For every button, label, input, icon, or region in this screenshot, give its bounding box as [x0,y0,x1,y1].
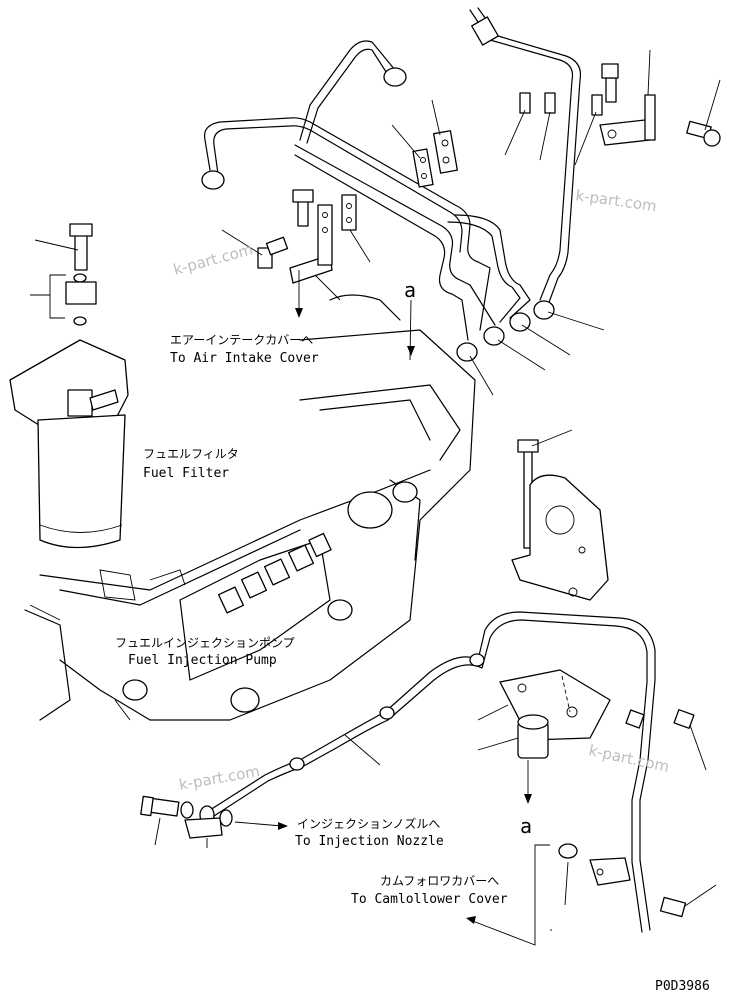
fuel-filter-label-jp: フュエルフィルタ [143,447,239,461]
air-intake-label-jp: エアーインテークカバーへ [170,333,313,347]
injection-pump-label-jp: フュエルインジェクションポンプ [115,636,295,650]
camfollower-label-jp: カムフォロワカバーへ [380,874,499,888]
air-intake-label-en: To Air Intake Cover [170,351,319,366]
reference-a-bottom: a [520,814,532,838]
pipe-bracket-right [599,63,721,147]
injection-nozzle-label-jp: インジェクションノズルへ [297,816,440,831]
watermark-2: k-part.com [171,240,255,279]
drawing-code: P0D3986 [655,979,710,994]
watermark-1: k-part.com [574,186,657,215]
fuel-filter [9,223,129,549]
injection-pump-label-en: Fuel Injection Pump [128,653,277,668]
injection-pipes [203,7,582,341]
direction-arrows [234,270,532,924]
pipe-fittings [201,16,555,362]
injection-nozzle-label-en: To Injection Nozzle [295,834,444,849]
watermark-4: k-part.com [178,762,262,794]
leader-lines [29,49,721,946]
watermark-3: k-part.com [587,741,671,776]
cam-follower-bracket [511,439,609,601]
reference-a-top: a [404,278,416,302]
leak-off-pipe [209,611,656,933]
banjo-bolt-assembly [140,795,233,839]
fuel-filter-label-en: Fuel Filter [143,466,229,481]
block-and-spacer [499,669,695,918]
camfollower-label-en: To Camlollower Cover [351,892,508,907]
bracket-air-intake [257,189,357,284]
callout-labels: エアーインテークカバーへ To Air Intake Cover フュエルフィル… [115,278,710,994]
engine-block [24,294,476,721]
